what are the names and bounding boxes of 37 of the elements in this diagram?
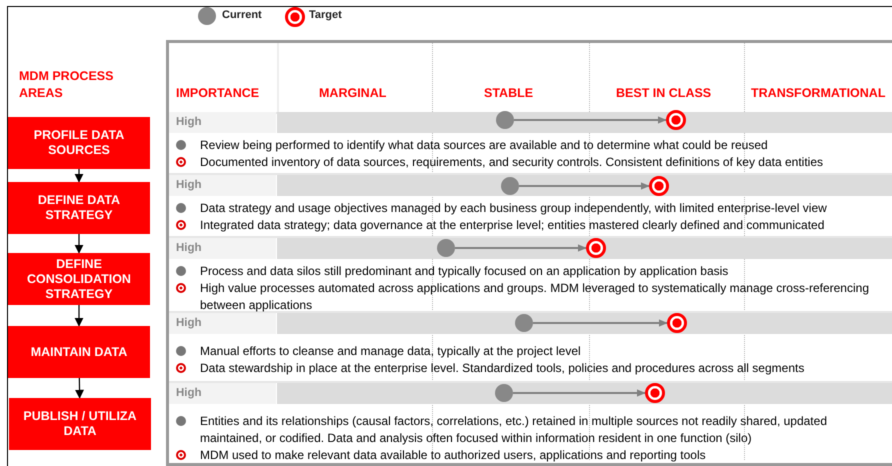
process-box: PROFILE DATA SOURCES xyxy=(8,117,150,169)
column-header: STABLE xyxy=(484,86,534,100)
column-header: IMPORTANCE xyxy=(176,86,260,100)
section-heading: MDM PROCESS AREAS xyxy=(19,68,114,102)
legend-text: Target xyxy=(309,9,342,21)
arrow xyxy=(514,116,667,124)
legend-text: Current xyxy=(222,9,262,21)
column-header: MARGINAL xyxy=(319,86,386,100)
arrow xyxy=(74,305,84,327)
description-text: Process and data silos still predominant and typically focused on an application by application basis xyxy=(200,263,728,280)
arrow xyxy=(455,244,587,252)
description-text: MDM used to make relevant data available to authorized users, applications and reporting tools xyxy=(200,447,706,464)
arrow xyxy=(519,182,650,190)
arrow xyxy=(74,169,84,183)
description-text: Entities and its relationships (causal factors, correlations, etc.) retained in multiple sources not readily shared, updated maintained, or codified. Data and analysis often focused within information resident in one function (silo) xyxy=(200,413,828,447)
process-box: DEFINE DATA STRATEGY xyxy=(8,182,150,234)
process-box: DEFINE CONSOLIDATION STRATEGY xyxy=(8,253,150,305)
importance-level: High xyxy=(176,317,202,329)
arrow xyxy=(74,234,84,254)
arrow xyxy=(513,389,646,397)
arrow xyxy=(75,378,84,399)
process-box: MAINTAIN DATA xyxy=(8,326,150,378)
importance-level: High xyxy=(176,179,202,191)
description-text: Manual efforts to cleanse and manage data, typically at the project level xyxy=(200,343,581,360)
description-text: Data stewardship in place at the enterprise level. Standardized tools, policies and procedures across all segments xyxy=(200,360,804,377)
description-text: High value processes automated across applications and groups. MDM leveraged to systematically manage cross-referencing between applications xyxy=(200,280,870,314)
description-text: Data strategy and usage objectives managed by each business group independently, with limited enterprise-level view xyxy=(200,200,827,217)
arrow xyxy=(533,319,668,327)
process-box: PUBLISH / UTILIZA DATA xyxy=(9,398,151,450)
column-header: BEST IN CLASS xyxy=(616,86,712,100)
description-text: Integrated data strategy; data governance at the enterprise level; entities mastered clearly defined and communicated xyxy=(200,217,824,234)
description-text: Documented inventory of data sources, requirements, and security controls. Consistent definitions of key data entities xyxy=(200,154,823,171)
importance-level: High xyxy=(176,116,202,128)
importance-level: High xyxy=(176,387,202,399)
importance-level: High xyxy=(176,242,202,254)
column-header: TRANSFORMATIONAL xyxy=(751,86,886,100)
description-text: Review being performed to identify what data sources are available and to determine what could be reused xyxy=(200,137,768,154)
